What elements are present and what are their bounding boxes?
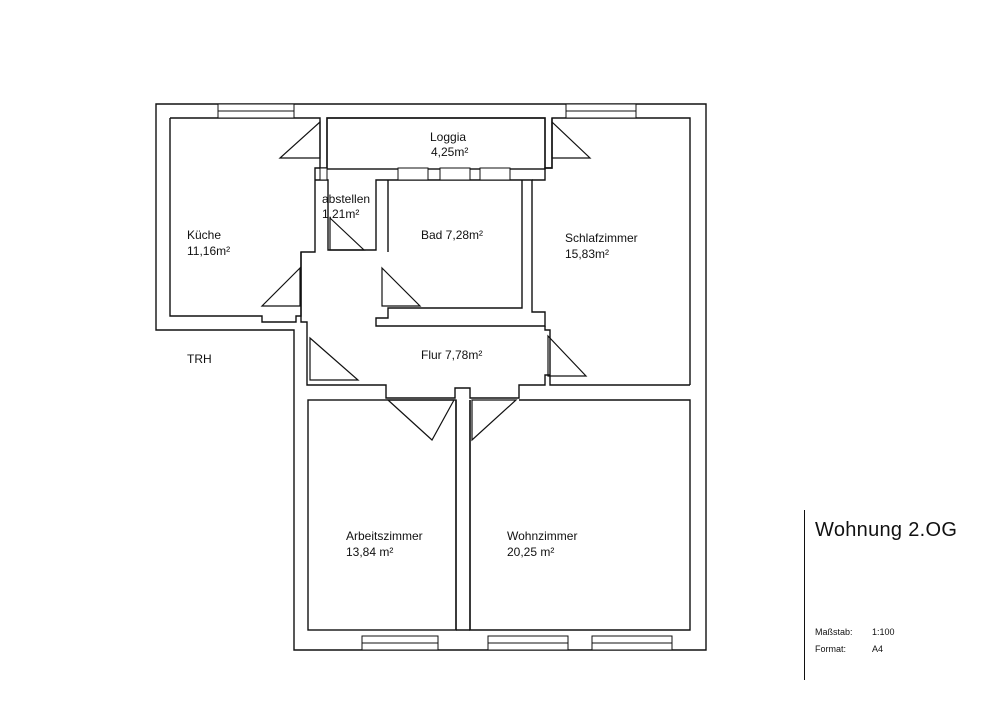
window-schlafzimmer <box>565 103 637 119</box>
kueche-area: 11,16m² <box>187 244 231 258</box>
door-flur-stair <box>309 336 360 381</box>
title-block-divider <box>804 510 805 680</box>
door-wohnzimmer <box>471 399 518 442</box>
bad-walls <box>375 179 546 327</box>
flur-walls <box>300 252 550 399</box>
door-bad <box>381 266 422 307</box>
scale-value: 1:100 <box>872 627 895 637</box>
loggia-area: 4,25m² <box>431 145 469 159</box>
abstellen-area: 1,21m² <box>322 207 360 221</box>
kueche-label: Küche <box>187 228 222 242</box>
window-loggia-2 <box>439 167 471 181</box>
window-wohnzimmer-1 <box>487 635 569 651</box>
window-loggia-1 <box>397 167 429 181</box>
wohnzimmer-area: 20,25 m² <box>507 545 555 559</box>
door-abstellen <box>329 216 366 251</box>
loggia-label: Loggia <box>430 130 467 144</box>
window-side-1 <box>319 167 328 181</box>
arbeitszimmer-label: Arbeitszimmer <box>346 529 423 543</box>
loggia-walls <box>326 117 546 170</box>
door-kueche-flur <box>260 266 301 307</box>
plan-title: Wohnung 2.OG <box>815 519 958 541</box>
door-arbeitszimmer <box>386 399 456 441</box>
outer-wall <box>155 103 707 651</box>
kueche-walls <box>169 118 320 323</box>
window-loggia-3 <box>479 167 511 181</box>
window-kueche <box>217 103 295 119</box>
abstellen-label: abstellen <box>322 192 371 206</box>
flur-label: Flur 7,78m² <box>421 348 483 362</box>
door-loggia-schlafzimmer <box>551 120 592 159</box>
schlafzimmer-area: 15,83m² <box>565 247 610 261</box>
partition-wall <box>455 400 471 631</box>
arbeitszimmer-walls <box>307 399 457 631</box>
schlafzimmer-label: Schlafzimmer <box>565 231 638 245</box>
window-arbeitszimmer <box>361 635 439 651</box>
door-schlafzimmer-flur <box>547 334 588 377</box>
format-label: Format: <box>815 644 847 654</box>
door-kueche-loggia <box>278 120 321 159</box>
scale-label: Maßstab: <box>815 627 853 637</box>
format-value: A4 <box>872 644 884 654</box>
bad-label: Bad 7,28m² <box>421 228 484 242</box>
wohnzimmer-walls <box>469 399 691 631</box>
inner-wall-line <box>170 117 691 385</box>
window-wohnzimmer-2 <box>591 635 673 651</box>
arbeitszimmer-area: 13,84 m² <box>346 545 394 559</box>
stair-label: TRH <box>187 352 212 366</box>
wohnzimmer-label: Wohnzimmer <box>507 529 578 543</box>
